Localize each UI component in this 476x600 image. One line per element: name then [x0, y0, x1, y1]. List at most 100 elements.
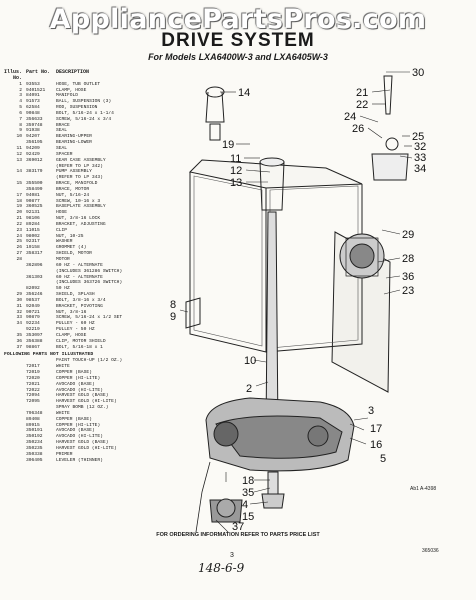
description: CLIP	[56, 227, 68, 233]
part-no: 72019	[26, 370, 40, 376]
part-no: 369012	[26, 157, 43, 163]
not-illustrated-row: 89408 COPPER (BASE)	[4, 417, 209, 423]
description: AVOCADO (HI-LITE)	[56, 434, 103, 440]
illus-no: 33	[16, 315, 22, 321]
illus-no: 13	[16, 157, 22, 163]
not-illustrated-row: SPRAY BOMB (12 OZ.)	[4, 405, 209, 411]
part-no: 72095	[26, 399, 40, 405]
part-no: 11015	[26, 227, 40, 233]
callout-14: 14	[238, 87, 250, 99]
description: WHITE	[56, 410, 70, 416]
illus-no: 19	[16, 204, 22, 210]
callout-5: 5	[380, 453, 386, 465]
callout-24: 24	[344, 111, 356, 123]
description: BOLT, 5/16-24 x 1-1/4	[56, 110, 114, 116]
description: ROD, SUSPENSION	[56, 105, 98, 111]
callout-34: 34	[414, 163, 426, 175]
description: SCREW, 5/16-24 x 3/4	[56, 116, 112, 122]
parts-list-header: Illus. No. Part No. DESCRIPTION	[4, 69, 209, 82]
part-no: 350192	[26, 434, 43, 440]
description: SPACER	[56, 151, 73, 157]
description: 60 HZ - ALTERNATE	[56, 262, 103, 268]
parts-row: (REFER TO LP 342)	[4, 164, 209, 170]
page-number: 3	[230, 552, 234, 559]
illus-no: 12	[16, 151, 22, 157]
callout-35: 35	[242, 487, 254, 499]
part-no: 19158	[26, 245, 40, 251]
part-no: 361303	[26, 274, 43, 280]
part-no: 62584	[26, 105, 40, 111]
callout-4: 4	[242, 499, 248, 511]
illus-no: 14	[16, 169, 22, 175]
part-no: 84091	[26, 93, 40, 99]
part-no: 306405	[26, 457, 43, 463]
callout-3: 3	[368, 405, 374, 417]
illus-no: 26	[16, 245, 22, 251]
part-no: 82092	[26, 286, 40, 292]
parts-row: 26 19158 GROMMET (4)	[4, 245, 209, 251]
description: CLAMP, HOSE	[56, 332, 87, 338]
illus-no: 6	[19, 110, 22, 116]
description: PULLEY - 60 HZ	[56, 321, 95, 327]
part-no: 98106	[26, 216, 40, 222]
description: COPPER (BASE)	[56, 416, 92, 422]
part-no: 72094	[26, 393, 40, 399]
callout-33: 33	[414, 152, 426, 164]
description: WASHER	[56, 239, 73, 245]
description: BOLT, 3/8-16 x 3/4	[56, 297, 106, 303]
part-no: 94209	[26, 145, 40, 151]
part-no: 356195	[26, 140, 43, 146]
description: BOLT, 5/16-18 x 1	[56, 344, 103, 350]
description: SPRAY BOMB (12 OZ.)	[56, 405, 109, 411]
description: GROMMET (4)	[56, 245, 87, 251]
illus-no: 8	[19, 122, 22, 128]
description: BRACKET, ADJUSTING	[56, 221, 106, 227]
watermark: AppliancePartsPros.com	[49, 4, 427, 35]
description: PUMP ASSEMBLY	[56, 169, 92, 175]
callout-9: 9	[170, 311, 176, 323]
callout-15: 15	[242, 511, 254, 523]
illus-no: 34	[16, 321, 22, 327]
callout-26: 26	[352, 123, 364, 135]
callout-37: 37	[232, 521, 244, 532]
description: COPPER (BASE)	[56, 370, 92, 376]
part-no: 93553	[26, 81, 40, 87]
callout-18: 18	[242, 475, 254, 487]
description: CLAMP, HOSE	[56, 87, 87, 93]
part-no: 355500	[26, 181, 43, 187]
description: BRACE, MOTOR	[56, 186, 90, 192]
callout-13: 13	[230, 177, 242, 189]
header-part-no: Part No.	[26, 69, 51, 75]
part-no: 89408	[26, 416, 40, 422]
part-no: 350191	[26, 428, 43, 434]
description: NUT, 3/8-16	[56, 309, 87, 315]
description: NUT, 10-25	[56, 233, 84, 239]
part-no: 92131	[26, 210, 40, 216]
part-no: 350338	[26, 451, 43, 457]
description: HARVEST GOLD (HI-LITE)	[56, 399, 117, 405]
part-no: 89915	[26, 422, 40, 428]
callout-2: 2	[246, 383, 252, 395]
illus-no: 31	[16, 303, 22, 309]
not-illustrated-row: PAINT TOUCH-UP (1/2 OZ.)	[4, 358, 209, 364]
